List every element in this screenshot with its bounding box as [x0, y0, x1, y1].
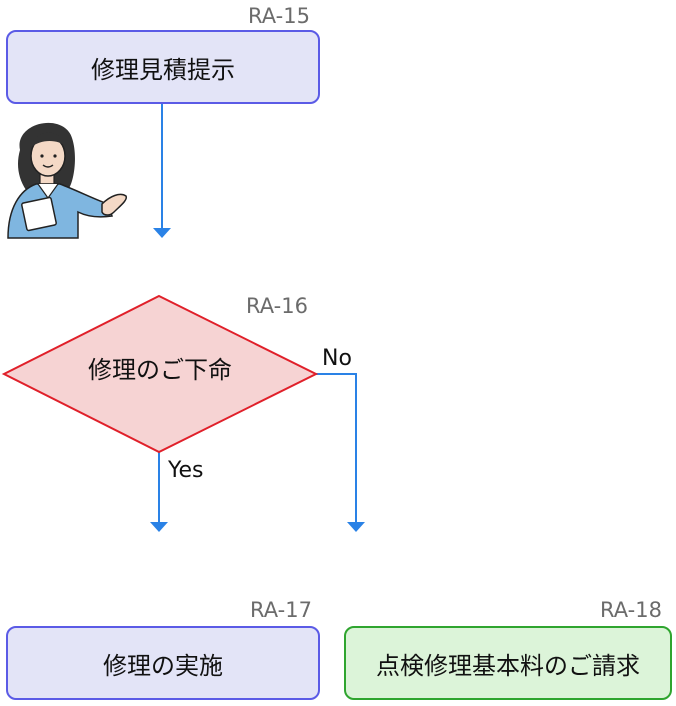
node-code-ra17: RA-17 — [250, 598, 312, 622]
node-code-ra16: RA-16 — [246, 294, 308, 318]
process-box-ra15[interactable]: 修理見積提示 — [6, 30, 320, 104]
connector-no — [316, 373, 357, 522]
decision-diamond — [1, 294, 319, 454]
process-label-ra17: 修理の実施 — [103, 651, 223, 680]
arrowhead-no — [347, 522, 365, 532]
process-label-ra15: 修理見積提示 — [91, 55, 235, 84]
terminal-box-ra18[interactable]: 点検修理基本料のご請求 — [344, 626, 672, 700]
node-code-ra15: RA-15 — [248, 4, 310, 28]
business-woman-presenting-icon — [7, 122, 128, 239]
edge-label-yes: Yes — [168, 458, 204, 483]
node-code-ra18: RA-18 — [600, 598, 662, 622]
decision-label-ra16: 修理のご下命 — [88, 356, 232, 384]
process-box-ra17[interactable]: 修理の実施 — [6, 626, 320, 700]
arrowhead-yes — [150, 522, 168, 532]
edge-label-no: No — [322, 346, 352, 371]
terminal-label-ra18: 点検修理基本料のご請求 — [376, 651, 640, 680]
arrowhead-ra15-ra16 — [153, 228, 171, 238]
